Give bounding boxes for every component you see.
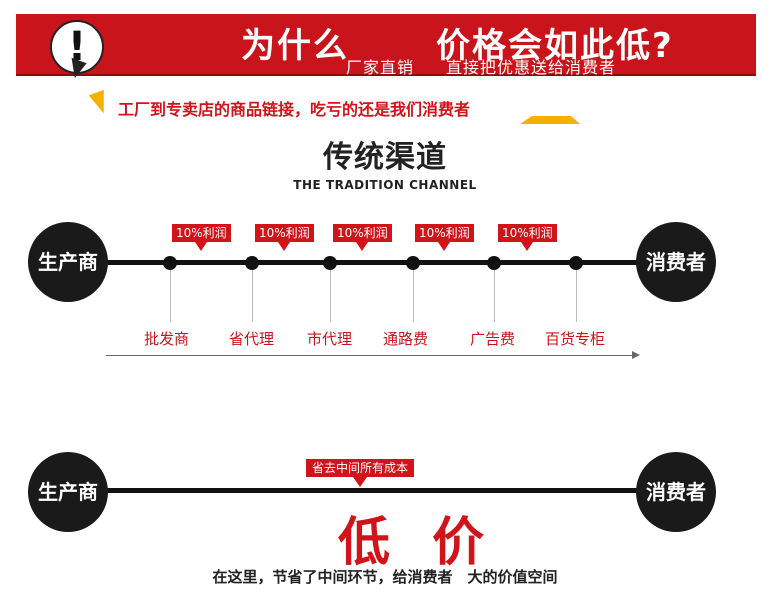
producer-circle-bottom: 生产商	[28, 452, 108, 532]
slogan-text: 工厂到专卖店的商品链接，吃亏的还是我们消费者	[118, 100, 471, 119]
stage-label-city-agent: 市代理	[307, 330, 353, 348]
stage-label-department-counter: 百货专柜	[545, 330, 606, 348]
stage-label-wholesaler: 批发商	[144, 330, 190, 348]
arrow-right-icon	[632, 351, 640, 359]
stage-tick-2	[252, 270, 253, 322]
profit-tag-4: 10%利润	[415, 224, 474, 251]
exclamation-badge-icon: !	[50, 20, 104, 74]
profit-tag-3: 10%利润	[333, 224, 392, 251]
producer-circle-top: 生产商	[28, 222, 108, 302]
stage-tick-5	[494, 270, 495, 322]
stage-tick-6	[576, 270, 577, 322]
channel-subtitle: THE TRADITION CHANNEL	[293, 178, 477, 192]
consumer-circle-bottom: 消费者	[636, 452, 716, 532]
low-price-char-2: 价	[432, 513, 485, 573]
banner-title-right: 价格会如此低?	[436, 26, 674, 66]
low-price-char-1: 低	[338, 513, 391, 573]
slogan-mark-icon	[88, 89, 112, 117]
profit-tag-1: 10%利润	[172, 224, 231, 251]
direct-channel-line	[100, 488, 670, 493]
stage-label-ad-fee: 广告费	[470, 330, 516, 348]
stage-label-channel-fee: 通路费	[383, 330, 429, 348]
traditional-channel-line	[100, 260, 670, 265]
slogan-underline	[520, 116, 580, 124]
stage-tick-4	[413, 270, 414, 322]
stage-node-3	[323, 256, 337, 270]
stage-tick-1	[170, 270, 171, 322]
flow-arrow-line	[106, 355, 634, 356]
stage-node-5	[487, 256, 501, 270]
consumer-circle-top: 消费者	[636, 222, 716, 302]
profit-tag-5: 10%利润	[498, 224, 557, 251]
banner-sub-left: 厂家直销	[346, 58, 415, 77]
banner-sub-right: 直接把优惠送给消费者	[446, 58, 617, 77]
stage-node-6	[569, 256, 583, 270]
stage-node-2	[245, 256, 259, 270]
banner-title-left: 为什么	[241, 26, 349, 66]
stage-label-provincial-agent: 省代理	[229, 330, 275, 348]
stage-tick-3	[330, 270, 331, 322]
stage-node-4	[406, 256, 420, 270]
header-banner: ! 为什么 价格会如此低? 厂家直销 直接把优惠送给消费者	[16, 14, 756, 81]
channel-title: 传统渠道	[323, 140, 447, 175]
save-cost-tag: 省去中间所有成本	[306, 459, 415, 487]
profit-tag-2: 10%利润	[255, 224, 314, 251]
value-statement: 在这里，节省了中间环节，给消费者 大的价值空间	[212, 568, 558, 586]
stage-node-1	[163, 256, 177, 270]
